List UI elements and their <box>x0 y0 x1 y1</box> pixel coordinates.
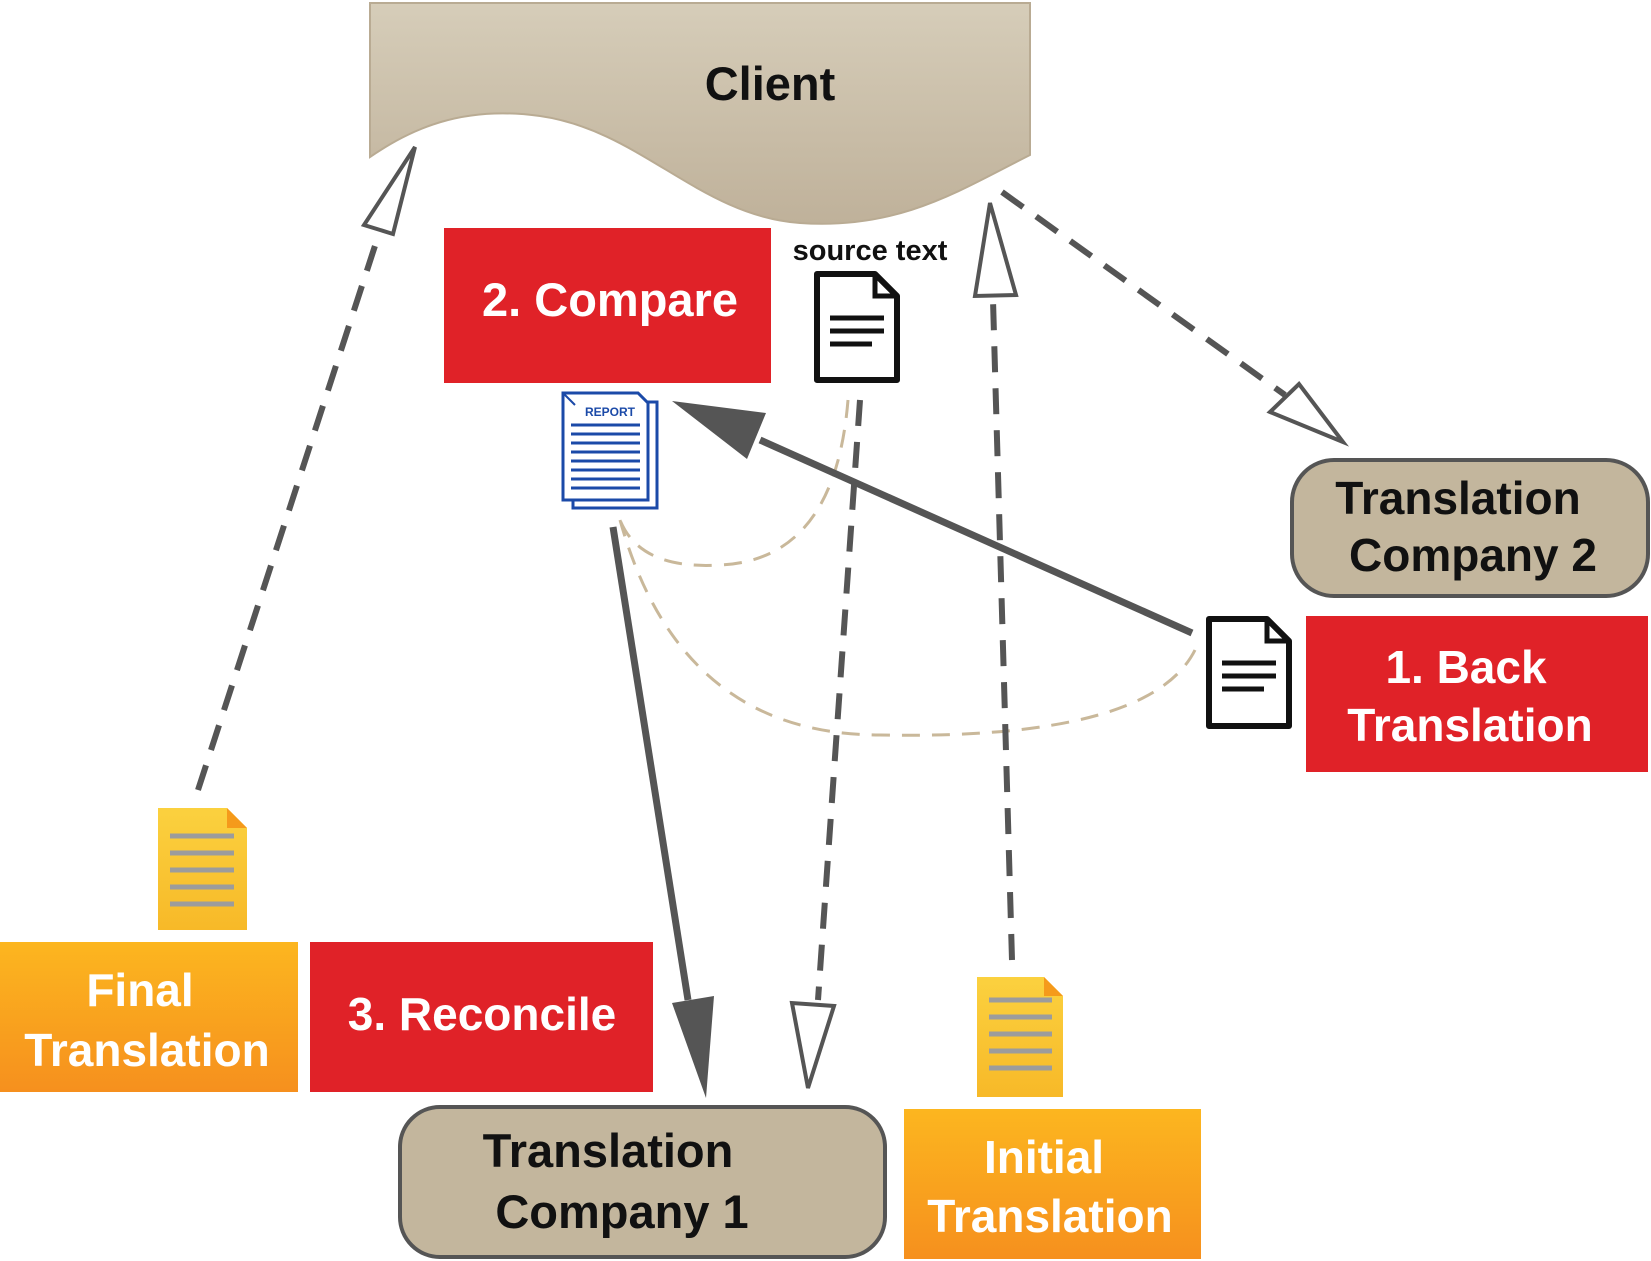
final-translation-box: Final Translation <box>0 942 298 1092</box>
step-reconcile-label: 3. Reconcile <box>348 988 616 1040</box>
arrow-initial-to-client <box>972 202 1019 961</box>
step-back-translation: 1. Back Translation <box>1306 616 1648 772</box>
company2-label-line1: Translation <box>1335 472 1580 524</box>
arrow-backtranslation-to-compare <box>672 401 1194 637</box>
initial-translation-line2: Translation <box>927 1190 1172 1242</box>
step-compare: 2. Compare <box>444 228 771 383</box>
translation-company-2: Translation Company 2 <box>1290 458 1650 598</box>
arrow-client-to-company2 <box>1000 189 1350 447</box>
company2-label-line2: Company 2 <box>1349 529 1597 581</box>
step-compare-label: 2. Compare <box>482 273 738 326</box>
source-document-icon <box>814 271 900 383</box>
arrow-source-to-company1 <box>789 399 863 1089</box>
step-reconcile: 3. Reconcile <box>310 942 653 1092</box>
company1-label-line2: Company 1 <box>495 1185 748 1238</box>
step-back-translation-line1: 1. Back <box>1385 641 1547 693</box>
step-back-translation-line2: Translation <box>1347 699 1592 751</box>
final-translation-document-icon <box>158 808 247 930</box>
initial-translation-box: Initial Translation <box>904 1109 1201 1259</box>
dashed-arc-backtranslation-to-report <box>618 519 1197 737</box>
company1-label-line1: Translation <box>483 1124 734 1177</box>
initial-translation-document-icon <box>977 977 1063 1097</box>
report-icon-label: REPORT <box>585 405 636 419</box>
arrow-report-to-company1 <box>609 526 714 1098</box>
translation-company-1: Translation Company 1 <box>398 1105 887 1259</box>
client-label: Client <box>705 57 836 110</box>
source-text-label: source text <box>793 235 948 267</box>
initial-translation-line1: Initial <box>984 1131 1104 1183</box>
back-translation-document-icon <box>1206 616 1292 729</box>
report-icon: REPORT <box>561 391 659 510</box>
client-node: Client <box>369 2 1031 225</box>
arrow-final-to-client <box>195 145 417 791</box>
final-translation-line2: Translation <box>24 1024 269 1076</box>
final-translation-line1: Final <box>86 964 193 1016</box>
